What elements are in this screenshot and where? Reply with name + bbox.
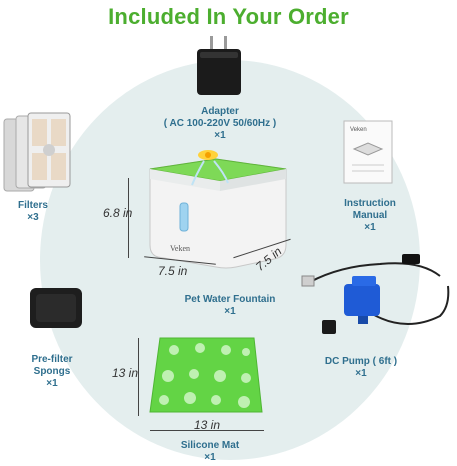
filters-qty: ×3 <box>27 212 39 223</box>
fountain-brand: Veken <box>170 244 190 253</box>
pump-icon <box>300 246 450 346</box>
manual-brand: Veken <box>350 127 367 133</box>
fountain-width-dim: 7.5 in <box>158 264 188 278</box>
filters-icon <box>2 112 72 193</box>
sponge-icon <box>26 286 84 332</box>
prefilter-qty: ×1 <box>46 378 58 389</box>
filters-label: Filters ×3 <box>10 200 56 224</box>
pump-label: DC Pump ( 6ft ) ×1 <box>306 356 416 380</box>
fountain-name: Pet Water Fountain <box>184 294 276 305</box>
fountain-height-dim: 6.8 in <box>103 206 133 220</box>
mat-height-dim: 13 in <box>112 366 139 380</box>
mat-qty: ×1 <box>204 452 216 463</box>
prefilter-label: Pre-filter Spongs ×1 <box>12 354 92 390</box>
mat-name: Silicone Mat <box>180 440 240 451</box>
page-title: Included In Your Order <box>108 4 349 29</box>
manual-name: Instruction <box>344 198 396 209</box>
manual-label: Instruction Manual ×1 <box>330 198 410 234</box>
mat-width-dim: 13 in <box>194 418 221 432</box>
mat-width-dim-line <box>150 430 264 431</box>
adapter-qty: ×1 <box>214 130 226 141</box>
prefilter-name: Pre-filter <box>31 354 73 365</box>
fountain-label: Pet Water Fountain ×1 <box>140 294 320 318</box>
adapter-name: Adapter <box>201 106 239 117</box>
pump-name: DC Pump ( 6ft ) <box>324 356 398 367</box>
mat-label: Silicone Mat ×1 <box>150 440 270 464</box>
prefilter-name2: Spongs <box>33 366 71 377</box>
fountain-qty: ×1 <box>224 306 236 317</box>
manual-name2: Manual <box>352 210 388 221</box>
adapter-icon <box>194 36 244 96</box>
fountain-icon: Veken <box>136 145 296 275</box>
mat-icon <box>146 336 266 416</box>
height-dim-line <box>128 178 129 258</box>
mat-height-dim-line <box>138 338 139 416</box>
manual-qty: ×1 <box>364 222 376 233</box>
adapter-spec: ( AC 100-220V 50/60Hz ) <box>163 118 277 129</box>
pump-qty: ×1 <box>355 368 367 379</box>
filters-name: Filters <box>17 200 48 211</box>
manual-icon: Veken <box>343 120 394 185</box>
adapter-label: Adapter ( AC 100-220V 50/60Hz ) ×1 <box>120 106 320 142</box>
